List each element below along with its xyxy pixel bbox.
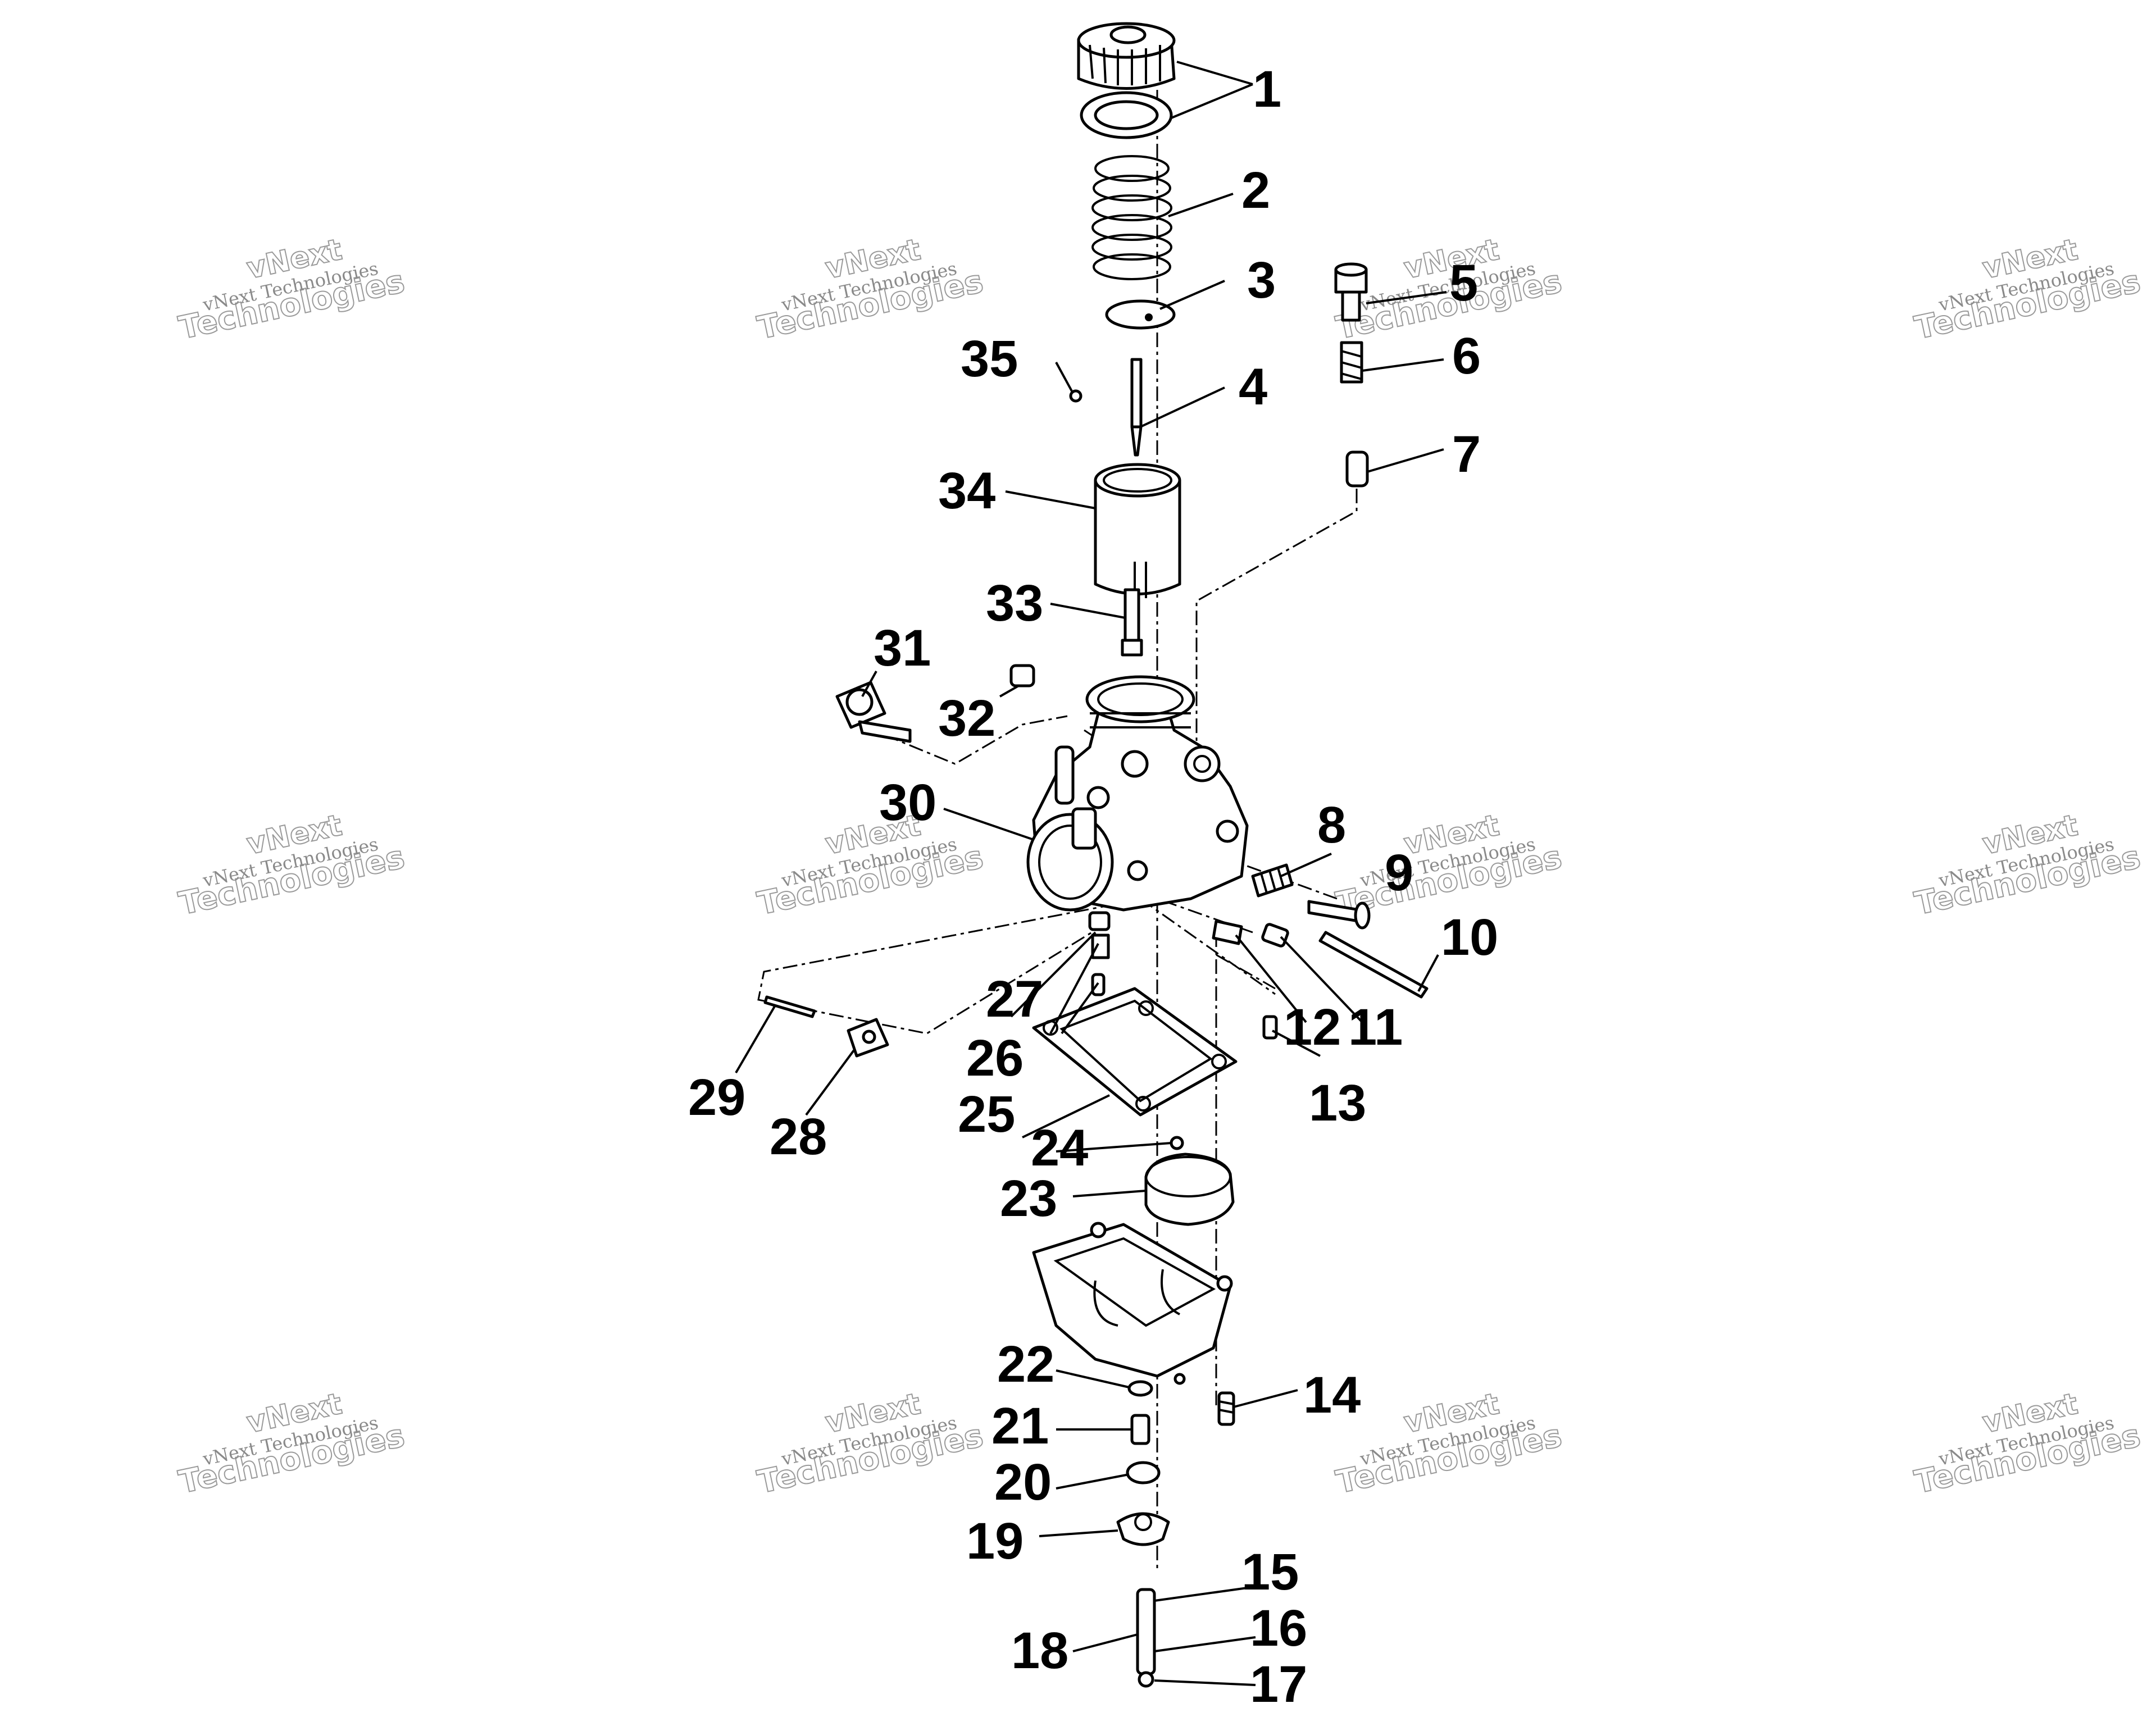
part-7-washer: [1345, 450, 1369, 488]
callout-33: 33: [986, 575, 1043, 632]
part-34-throttle-slide: [1094, 463, 1181, 598]
callout-12: 12: [1284, 999, 1341, 1056]
callout-5: 5: [1449, 254, 1478, 312]
callout-19: 19: [966, 1513, 1024, 1570]
callout-23: 23: [1000, 1170, 1057, 1227]
part-1-top-cap: [1077, 22, 1176, 139]
part-9-adjust-screw: [1307, 900, 1371, 930]
part-10-rod: [1318, 931, 1429, 999]
part-18-tube: [1136, 1588, 1156, 1675]
part-20-oring: [1126, 1461, 1161, 1484]
callout-21: 21: [991, 1397, 1049, 1455]
part-32-plug: [1009, 664, 1035, 687]
part-12-spring: [1212, 919, 1243, 945]
part-21-jet: [1130, 1414, 1150, 1445]
callout-34: 34: [938, 462, 995, 520]
callout-9: 9: [1385, 844, 1413, 901]
callout-26: 26: [966, 1030, 1024, 1087]
part-8-spring: [1251, 863, 1294, 898]
callout-13: 13: [1309, 1074, 1366, 1132]
part-23-float: [1144, 1153, 1235, 1226]
callout-11: 11: [1348, 999, 1403, 1056]
part-17-cap: [1138, 1671, 1154, 1688]
part-35-clip: [1069, 389, 1082, 403]
callout-10: 10: [1441, 909, 1498, 966]
part-31-cable-adjuster: [835, 681, 912, 743]
part-22-washer: [1127, 1380, 1153, 1397]
callout-27: 27: [986, 971, 1043, 1028]
part-13-screw: [1262, 1015, 1278, 1040]
part-29-pin: [763, 995, 816, 1018]
callout-30: 30: [879, 774, 936, 831]
callout-2: 2: [1241, 162, 1270, 219]
callout-24: 24: [1031, 1119, 1088, 1177]
part-27-main-jet-holder: [1088, 911, 1111, 959]
part-float-bowl: [1032, 1222, 1233, 1385]
part-6-spring: [1340, 341, 1363, 384]
callout-17: 17: [1250, 1656, 1307, 1713]
callout-8: 8: [1317, 796, 1346, 854]
callout-4: 4: [1239, 358, 1267, 416]
callout-28: 28: [770, 1108, 827, 1165]
part-4-jet-needle: [1130, 358, 1143, 457]
callout-29: 29: [688, 1069, 745, 1126]
part-24-washer: [1170, 1136, 1184, 1150]
part-33-needle-jet: [1121, 588, 1143, 657]
part-25-bowl-gasket: [1032, 987, 1238, 1117]
callout-18: 18: [1011, 1622, 1068, 1679]
part-11-idle-screw: [1261, 923, 1289, 948]
callout-labels: 1 2 3 4 5 6 7 8 9 10 11 12 13 14 15 16 1…: [688, 61, 1498, 1713]
callout-1: 1: [1253, 61, 1281, 118]
part-19-drain-plug: [1116, 1512, 1170, 1546]
callout-20: 20: [994, 1454, 1052, 1511]
part-5-pilot-screw: [1334, 262, 1368, 322]
callout-3: 3: [1247, 252, 1276, 309]
callout-35: 35: [961, 330, 1018, 388]
part-28-clip: [847, 1018, 889, 1058]
part-30-carburetor-body: [1026, 675, 1249, 912]
callout-32: 32: [938, 690, 995, 747]
callout-16: 16: [1250, 1600, 1307, 1657]
callout-6: 6: [1452, 327, 1481, 385]
callout-15: 15: [1241, 1543, 1299, 1601]
leader-lines: [735, 61, 1447, 1686]
part-14-bowl-screw: [1217, 1391, 1235, 1426]
part-2-spring: [1091, 155, 1172, 280]
callout-14: 14: [1303, 1367, 1361, 1424]
callout-22: 22: [997, 1336, 1054, 1393]
callout-31: 31: [874, 620, 931, 677]
part-3-retainer-plate: [1105, 299, 1176, 330]
callout-25: 25: [958, 1086, 1015, 1143]
callout-7: 7: [1452, 426, 1481, 483]
